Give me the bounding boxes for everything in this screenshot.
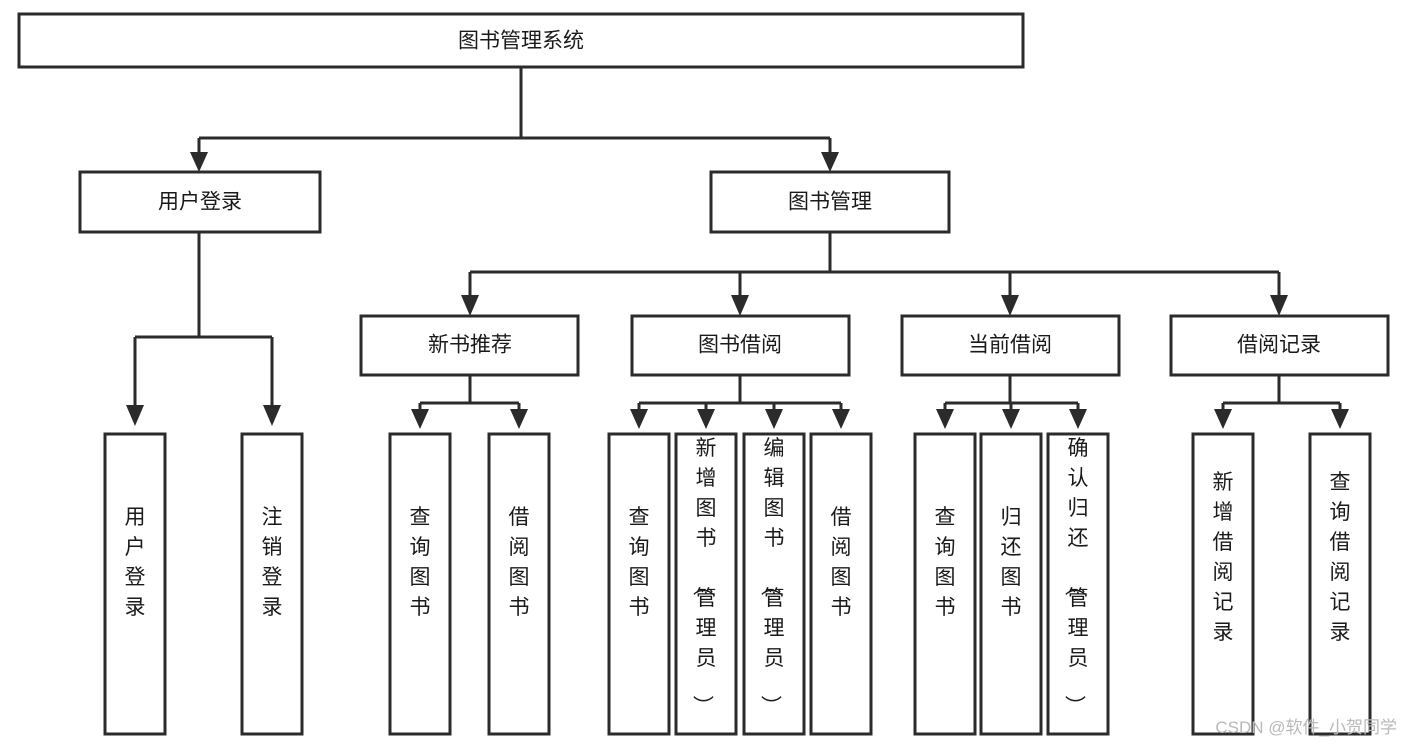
node-leaf-return-book[interactable]: 归还图书 [979,432,1043,736]
node-leaf-c2-label: 归还图书 [1001,506,1022,619]
node-book-management[interactable]: 图书管理 [709,170,951,234]
arrow-head-leaf-r1 [1214,409,1232,429]
node-book-management-label: 图书管理 [788,191,872,214]
arrow-head-current-borrow [1001,295,1019,316]
arrow-head-user-login [190,152,208,172]
watermark-label: CSDN @软件_小贺同学 [1215,718,1397,737]
node-leaf-c1-box[interactable] [913,432,977,736]
node-leaf-b3-label: 编辑图书（管理员） [759,437,785,716]
node-leaf-c3-box[interactable] [1046,432,1110,736]
node-leaf-n1-label: 查询图书 [410,506,431,619]
node-user-login-box[interactable] [78,170,322,234]
node-root-label: 图书管理系统 [458,30,584,53]
node-user-login-label: 用户登录 [158,191,242,214]
arrow-head-leaf-u2 [263,405,281,426]
node-leaf-u1-box[interactable] [103,432,167,736]
node-leaf-c1-label: 查询图书 [935,506,956,619]
node-borrow-record-label: 借阅记录 [1237,334,1321,357]
node-leaf-b2-label: 新增图书（管理员） [691,437,717,716]
node-leaf-r2-label: 查询借阅记录 [1330,471,1351,644]
arrow-head-leaf-u1 [126,405,144,426]
node-leaf-r2-box[interactable] [1308,432,1372,736]
node-borrow-record-box[interactable] [1169,314,1390,377]
node-leaf-b4-label: 借阅图书 [831,506,852,619]
arrow-head-leaf-c3 [1069,409,1087,429]
connector-group-booklmanage-to-level3 [461,232,1288,316]
node-user-login[interactable]: 用户登录 [78,170,322,234]
node-leaf-query-book-nb[interactable]: 查询图书 [388,432,452,736]
node-leaf-u1-label: 用户登录 [125,506,146,619]
arrow-head-book-borrow [731,295,749,316]
arrow-head-leaf-c1 [936,409,954,429]
node-leaf-b2-box[interactable] [674,432,738,736]
arrow-head-leaf-c2 [1002,409,1020,429]
node-leaf-r1-label: 新增借阅记录 [1213,471,1234,644]
arrow-head-new-book [461,295,479,316]
node-leaf-query-book-bb[interactable]: 查询图书 [607,432,671,736]
node-leaf-n1-box[interactable] [388,432,452,736]
node-leaf-n2-label: 借阅图书 [509,506,530,619]
connector-group-userlogin-leaves [126,232,281,426]
arrow-head-leaf-n2 [510,409,528,429]
connector-group-root-to-level2 [190,67,839,172]
connector-group-newbook-leaves [411,375,528,429]
node-leaf-n2-box[interactable] [487,432,551,736]
node-root-book-management-system[interactable]: 图书管理系统 [17,12,1025,69]
arrow-head-leaf-b1 [630,409,648,429]
node-leaf-add-book-admin[interactable]: 新增图书（管理员） [674,432,738,736]
node-leaf-borrow-book-nb[interactable]: 借阅图书 [487,432,551,736]
node-book-borrow-label: 图书借阅 [698,334,782,357]
node-root-box[interactable] [17,12,1025,69]
arrow-head-leaf-b4 [832,409,850,429]
node-book-borrow-box[interactable] [630,314,851,377]
node-leaf-confirm-return-admin[interactable]: 确认归还（管理员） [1046,432,1110,736]
node-new-book-recommend-box[interactable] [359,314,580,377]
node-leaf-u2-box[interactable] [240,432,304,736]
node-leaf-b1-box[interactable] [607,432,671,736]
arrow-head-leaf-r2 [1331,409,1349,429]
arrow-head-book-manage [821,152,839,172]
node-current-borrow-label: 当前借阅 [968,334,1052,357]
node-leaf-c2-box[interactable] [979,432,1043,736]
connector-group-currentborrow-leaves [936,375,1087,429]
node-new-book-recommend[interactable]: 新书推荐 [359,314,580,377]
node-current-borrow-box[interactable] [900,314,1121,377]
node-leaf-c3-label: 确认归还（管理员） [1063,437,1089,716]
node-book-management-box[interactable] [709,170,951,234]
arrow-head-leaf-n1 [411,409,429,429]
node-current-borrow[interactable]: 当前借阅 [900,314,1121,377]
node-leaf-query-borrow-record[interactable]: 查询借阅记录 [1308,432,1372,736]
node-leaf-r1-box[interactable] [1191,432,1255,736]
node-leaf-user-login-self[interactable]: 用户登录 [103,432,167,736]
node-leaf-logout[interactable]: 注销登录 [240,432,304,736]
arrow-head-leaf-b3 [765,409,783,429]
node-leaf-u2-label: 注销登录 [262,506,283,619]
node-book-borrow[interactable]: 图书借阅 [630,314,851,377]
node-new-book-recommend-label: 新书推荐 [428,334,512,357]
node-leaf-query-book-cb[interactable]: 查询图书 [913,432,977,736]
node-leaf-b1-label: 查询图书 [629,506,650,619]
node-leaf-add-borrow-record[interactable]: 新增借阅记录 [1191,432,1255,736]
connector-group-bookborrow-leaves [630,375,850,429]
node-leaf-b4-box[interactable] [809,432,873,736]
node-leaf-edit-book-admin[interactable]: 编辑图书（管理员） [742,432,806,736]
node-borrow-record[interactable]: 借阅记录 [1169,314,1390,377]
node-leaf-b3-box[interactable] [742,432,806,736]
node-leaf-borrow-book-bb[interactable]: 借阅图书 [809,432,873,736]
arrow-head-leaf-b2 [697,409,715,429]
connector-group-borrowrecord-leaves [1214,375,1349,429]
arrow-head-borrow-record [1270,295,1288,316]
